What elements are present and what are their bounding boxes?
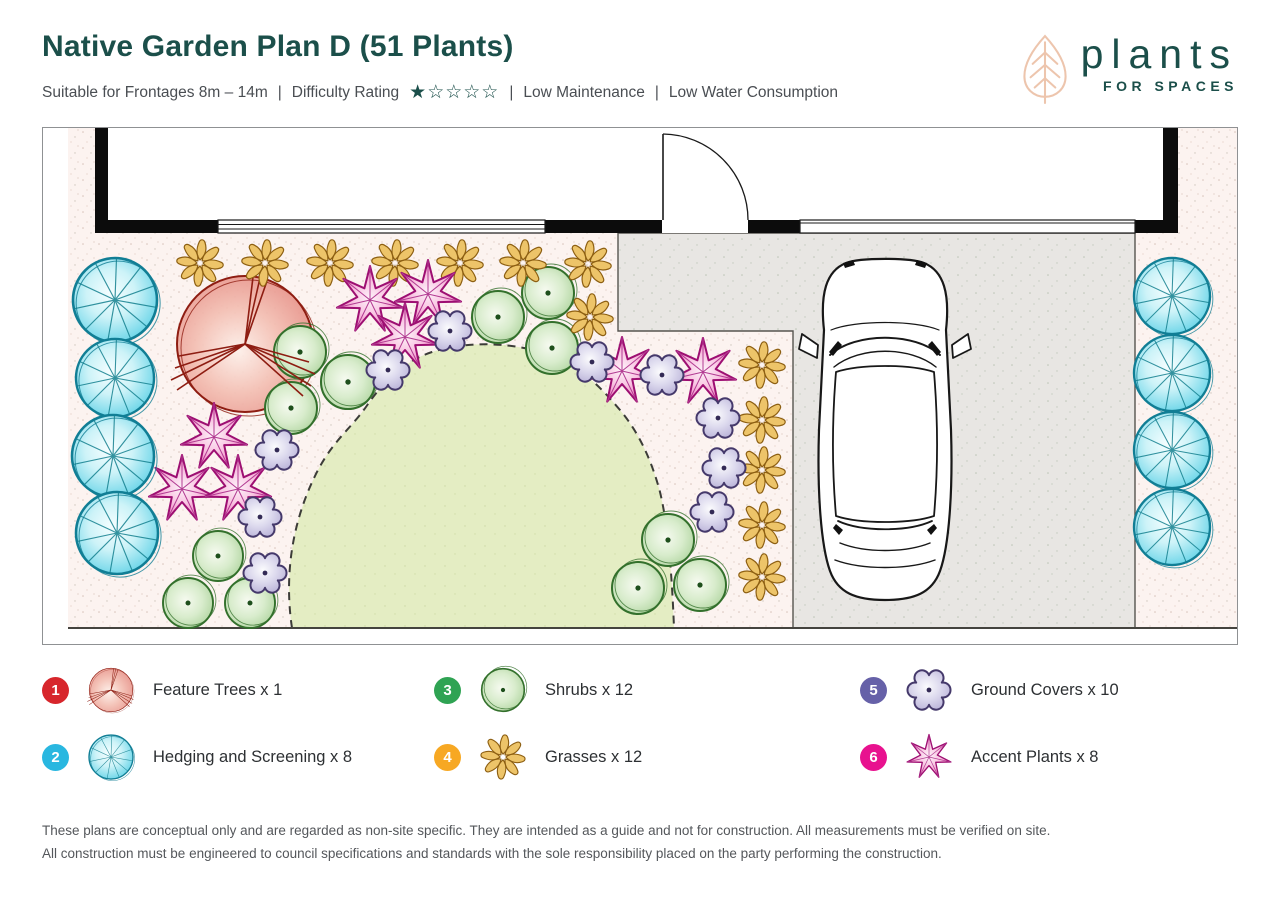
difficulty-stars-icon: ★☆☆☆☆ <box>409 81 500 103</box>
legend-item-ground-cover: 5 Ground Covers x 10 <box>860 664 1119 716</box>
accent-plant-glyph <box>906 733 952 778</box>
window <box>217 219 546 234</box>
ground-cover-symbol <box>701 447 747 489</box>
legend-column: 1 Feature Trees x 1 2 Hedging and Screening… <box>42 664 352 783</box>
legend-number-badge: 4 <box>434 743 461 771</box>
brand-tagline: FOR SPACES <box>1103 78 1238 94</box>
leaf-icon <box>1022 34 1067 104</box>
lawn <box>288 343 676 629</box>
disclaimer-line: All construction must be engineered to c… <box>42 845 942 861</box>
house <box>95 128 1178 234</box>
ground-cover-symbol <box>365 349 411 391</box>
legend-label: Feature Trees x 1 <box>153 680 283 699</box>
car <box>798 257 972 602</box>
garden-plan-canvas <box>42 127 1238 645</box>
legend-item-grass: 4 Grasses x 12 <box>434 731 642 783</box>
left-margin <box>43 128 68 629</box>
legend-number-badge: 2 <box>42 743 69 771</box>
ground-cover-symbol <box>237 496 283 538</box>
water-tag: Low Water Consumption <box>668 84 839 101</box>
legend-number-badge: 5 <box>860 676 887 704</box>
feature-tree-icon <box>85 664 137 716</box>
ground-cover-symbol <box>689 491 735 533</box>
bottom-margin <box>43 629 1237 644</box>
difficulty-label: Difficulty Rating <box>291 84 400 101</box>
ground-cover-symbol <box>242 552 288 594</box>
brand-name: plants <box>1080 31 1238 77</box>
subtitle-separator: | <box>654 84 659 101</box>
ground-cover-symbol <box>695 397 741 439</box>
legend-item-shrub: 3 Shrubs x 12 <box>434 664 642 716</box>
garage-opening <box>799 219 1136 234</box>
ground-cover-glyph <box>906 669 952 711</box>
front-door <box>662 133 749 233</box>
legend-column: 3 Shrubs x 12 4 Grasses x 12 <box>434 664 642 783</box>
grass-icon <box>480 734 526 780</box>
ground-cover-symbol <box>254 429 300 471</box>
legend: 1 Feature Trees x 1 2 Hedging and Screening… <box>42 664 1238 814</box>
legend-item-hedge: 2 Hedging and Screening x 8 <box>42 731 352 783</box>
legend-number-badge: 1 <box>42 676 69 704</box>
shrub-glyph <box>480 665 528 713</box>
disclaimer-line: These plans are conceptual only and are … <box>42 823 1051 838</box>
accent-plant-icon <box>906 733 952 778</box>
house-walls <box>95 128 1178 233</box>
garden-plan <box>42 127 1238 645</box>
subtitle-separator: | <box>277 84 282 101</box>
frontage-range: Suitable for Frontages 8m – 14m <box>42 84 268 101</box>
plan-subtitle: Suitable for Frontages 8m – 14m | Diffic… <box>42 81 839 103</box>
shrub-icon <box>480 665 528 713</box>
legend-column: 5 Ground Covers x 10 6 Accent Plants x 8 <box>860 664 1119 783</box>
feature-tree-glyph <box>87 668 134 713</box>
page-title: Native Garden Plan D (51 Plants) <box>42 30 514 63</box>
legend-label: Accent Plants x 8 <box>971 747 1099 766</box>
ground-cover-symbol <box>569 341 615 383</box>
maintenance-tag: Low Maintenance <box>523 84 645 101</box>
ground-cover-symbol <box>639 354 685 396</box>
legend-label: Shrubs x 12 <box>545 680 634 699</box>
legend-label: Hedging and Screening x 8 <box>153 747 353 766</box>
hedge-icon <box>88 734 136 782</box>
legend-item-feature-tree: 1 Feature Trees x 1 <box>42 664 352 716</box>
legend-label: Grasses x 12 <box>545 747 643 766</box>
ground-cover-symbol <box>427 310 473 352</box>
hedge-glyph <box>88 734 136 782</box>
house-interior <box>108 128 1163 220</box>
plan-border <box>42 127 1238 645</box>
disclaimer: These plans are conceptual only and are … <box>42 820 1142 865</box>
ground-cover-icon <box>906 669 952 711</box>
legend-number-badge: 6 <box>860 743 887 771</box>
brand-logo: plants FOR SPACES <box>1019 34 1238 104</box>
legend-label: Ground Covers x 10 <box>971 680 1119 699</box>
legend-number-badge: 3 <box>434 676 461 704</box>
grass-glyph <box>480 734 526 780</box>
legend-item-accent-plant: 6 Accent Plants x 8 <box>860 731 1119 783</box>
subtitle-separator: | <box>509 84 514 101</box>
